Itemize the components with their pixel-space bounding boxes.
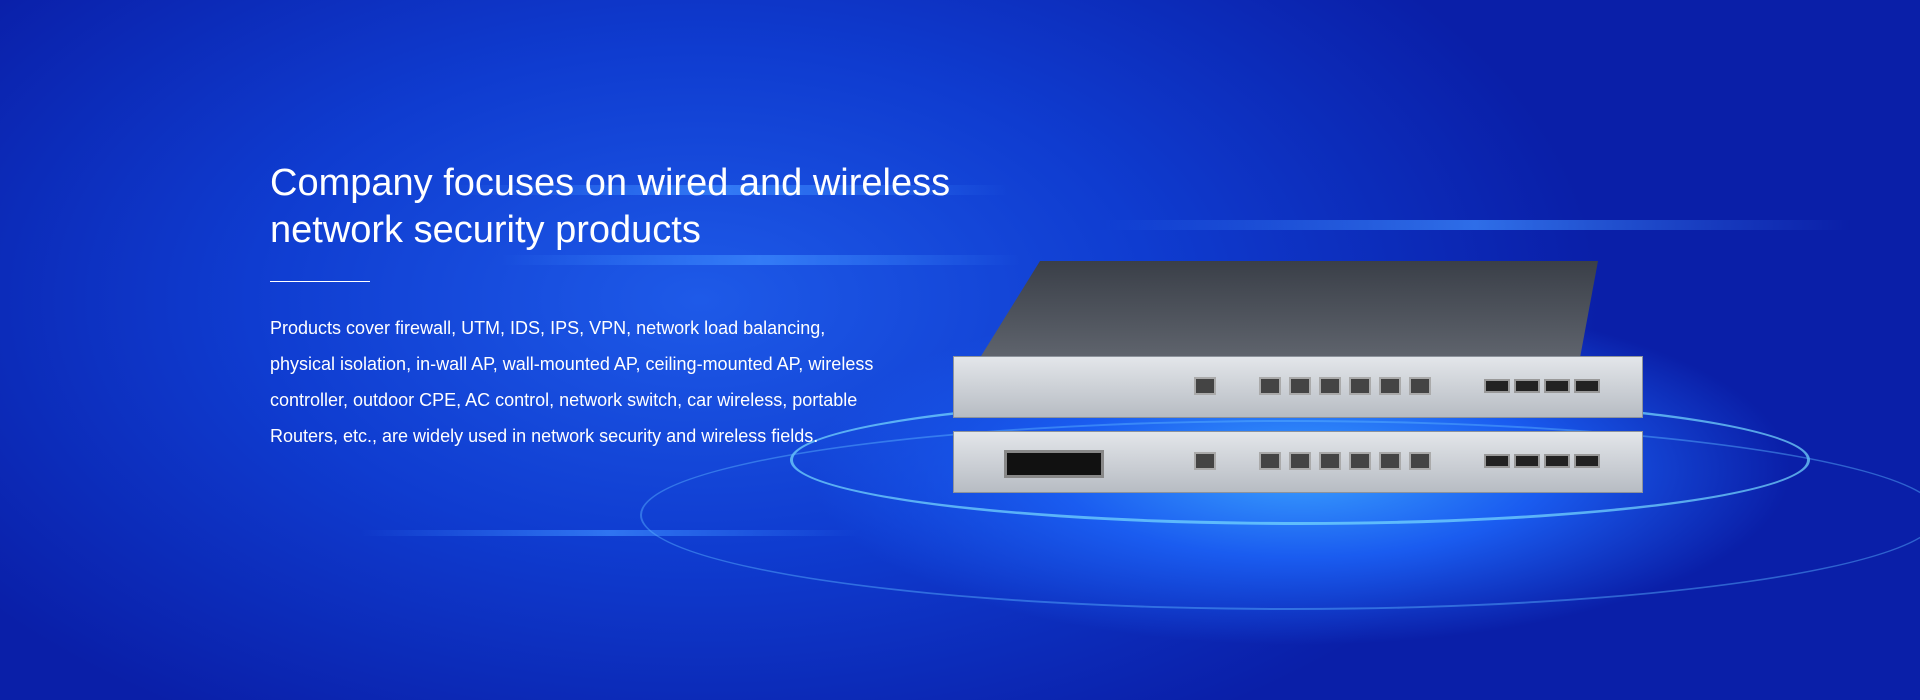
hero-description: Products cover firewall, UTM, IDS, IPS, … [270,318,874,446]
glow-ring [640,420,1920,610]
light-streak [450,185,1010,195]
light-streak [500,255,1020,265]
light-streak [360,530,860,536]
network-appliance-image [953,261,1643,496]
title-divider [270,281,370,282]
hero-title: Company focuses on wired and wireless ne… [270,162,951,251]
light-streak [1100,220,1850,230]
